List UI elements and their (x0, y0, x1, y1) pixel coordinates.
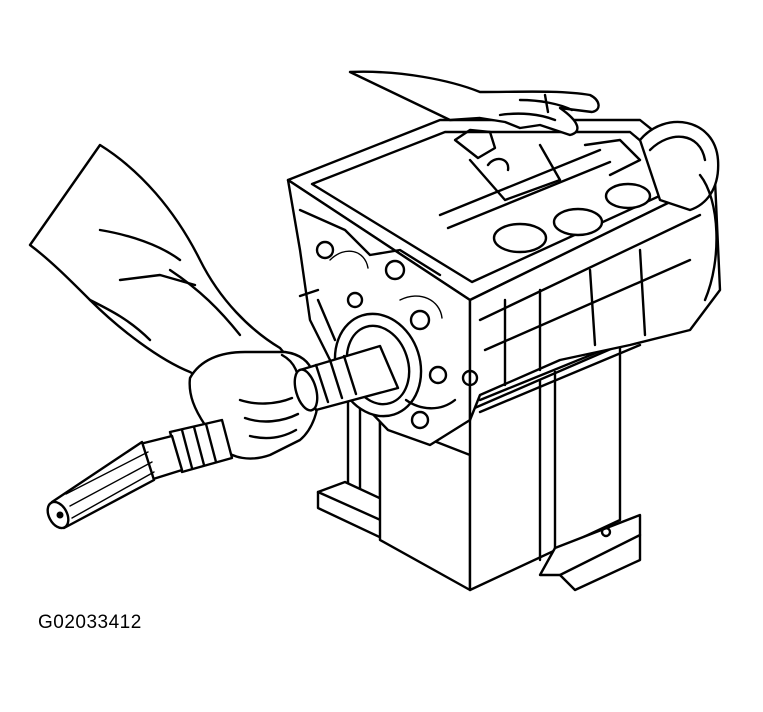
workstand-icon (316, 333, 642, 592)
figure-id-label: G02033412 (38, 612, 142, 633)
arm-sleeve (28, 143, 302, 397)
transmission-case-icon (286, 118, 722, 447)
mainshaft-icon (46, 344, 400, 530)
hand-icon (348, 70, 600, 137)
